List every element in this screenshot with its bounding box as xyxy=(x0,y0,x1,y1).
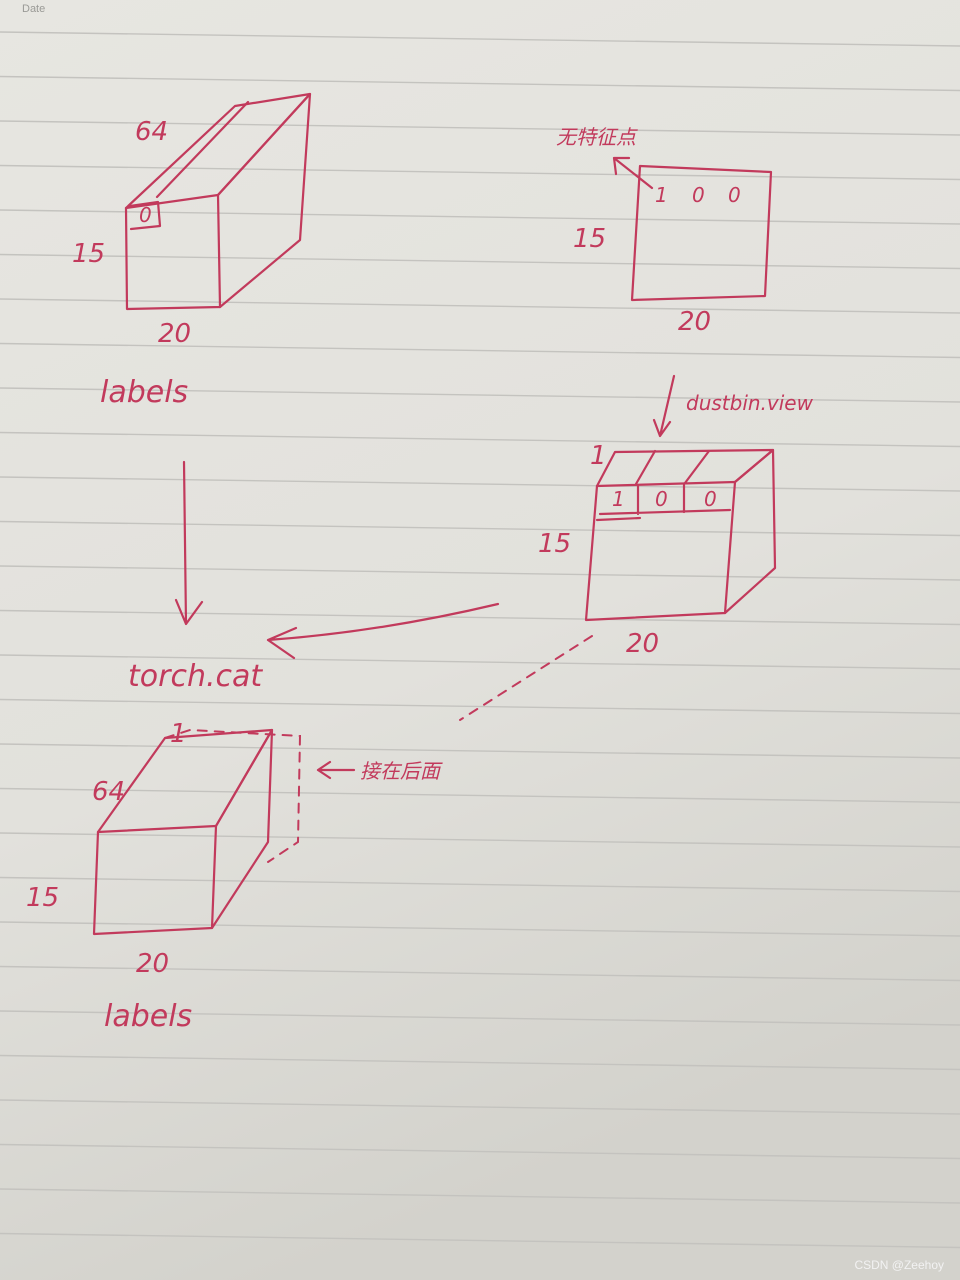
ruled-line xyxy=(0,609,960,626)
ruled-line xyxy=(0,1054,960,1071)
ruled-line xyxy=(0,1010,960,1026)
arrow-from-slab xyxy=(266,602,500,660)
ruled-line xyxy=(0,164,960,181)
ruled-line xyxy=(0,387,960,403)
plane-height-label: 15 xyxy=(573,224,606,254)
ruled-line xyxy=(0,253,960,270)
csdn-watermark: CSDN @Zeehoy xyxy=(854,1258,944,1272)
view-arrow-line xyxy=(652,374,676,438)
ruled-line xyxy=(0,209,960,225)
ruled-line xyxy=(0,120,960,136)
ruled-lines xyxy=(0,31,960,1249)
ruled-line xyxy=(0,921,960,937)
depth-label: 64 xyxy=(135,117,168,147)
append-connector xyxy=(459,635,593,721)
box-right-face xyxy=(216,92,312,309)
append-note: 接在后面 xyxy=(360,759,443,783)
top-strip-line xyxy=(155,100,250,199)
dustbin-plane: 无特征点 1 0 0 15 20 xyxy=(556,125,773,337)
view-op-label: dustbin.view xyxy=(686,391,814,415)
down-arrow-from-labels xyxy=(174,460,204,626)
ruled-line xyxy=(0,787,960,804)
result-height-label: 15 xyxy=(26,883,59,913)
cat-op-label: torch.cat xyxy=(128,659,263,694)
date-header-label: Date xyxy=(22,3,45,15)
ruled-line xyxy=(0,520,960,537)
slab-top-dividers xyxy=(634,449,711,486)
no-feature-note: 无特征点 xyxy=(556,125,638,149)
slab-cell-3: 0 xyxy=(704,487,717,511)
ruled-line xyxy=(0,342,960,359)
plane-cell-3: 0 xyxy=(728,183,741,207)
ruled-line xyxy=(0,565,960,581)
slab-right-face xyxy=(723,448,777,615)
corner-cell-value: 0 xyxy=(139,203,152,227)
plane-rect xyxy=(630,164,773,302)
labels-block-bottom: 接在后面 1 64 15 20 labels xyxy=(26,719,443,1034)
view-arrow: dustbin.view xyxy=(652,374,814,438)
ruled-line xyxy=(0,31,960,47)
slab-cell-1: 1 xyxy=(612,487,625,511)
ruled-line xyxy=(0,1232,960,1249)
ruled-line xyxy=(0,876,960,893)
plane-cell-2: 0 xyxy=(692,183,705,207)
slab-depth-label: 1 xyxy=(590,441,607,471)
slab-height-label: 15 xyxy=(538,529,571,559)
ruled-line xyxy=(0,832,960,848)
cat-arrows: torch.cat xyxy=(128,460,500,694)
width-label: 20 xyxy=(158,319,191,349)
ruled-line xyxy=(0,965,960,982)
slab-inner-step xyxy=(595,516,642,522)
ruled-line xyxy=(0,654,960,670)
result-depth-label: 64 xyxy=(92,777,125,807)
result-width-label: 20 xyxy=(136,949,169,979)
labels-caption: labels xyxy=(100,375,188,410)
dustbin-slab: 1 0 0 1 15 20 xyxy=(538,441,777,659)
note-arrow xyxy=(612,156,654,190)
ruled-line xyxy=(0,298,960,314)
slab-width-label: 20 xyxy=(626,629,659,659)
plane-cell-1: 1 xyxy=(655,183,668,207)
labels-block-top: 0 64 15 20 labels xyxy=(72,92,312,410)
ruled-line xyxy=(0,698,960,715)
result-labels-caption: labels xyxy=(104,999,192,1034)
ruled-line xyxy=(0,1188,960,1204)
append-note-arrow xyxy=(316,760,356,780)
result-right-face xyxy=(210,728,274,930)
appended-slab-outline xyxy=(164,728,302,863)
corner-cell xyxy=(128,200,162,231)
slab-cell-row xyxy=(598,483,732,516)
ruled-line xyxy=(0,1143,960,1160)
ruled-line xyxy=(0,75,960,92)
ruled-line xyxy=(0,1099,960,1115)
height-label: 15 xyxy=(72,239,105,269)
plane-width-label: 20 xyxy=(678,307,711,337)
ruled-line xyxy=(0,476,960,492)
result-extra-depth-label: 1 xyxy=(170,719,187,749)
ruled-line xyxy=(0,431,960,448)
slab-cell-2: 0 xyxy=(655,487,668,511)
